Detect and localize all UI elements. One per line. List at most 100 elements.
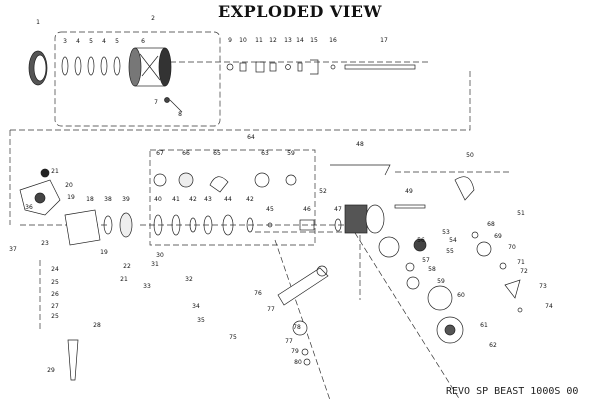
drag-washers: [61, 56, 121, 76]
part-6-spool: [128, 47, 172, 87]
part-7-screw: [164, 97, 170, 103]
part-label: 54: [449, 237, 457, 244]
part-label: 24: [51, 266, 59, 273]
part-label: 50: [466, 152, 474, 159]
part-label: 57: [422, 257, 430, 264]
part-label: 15: [310, 37, 318, 44]
part-label: 56: [417, 237, 425, 244]
part-label: 55: [446, 248, 454, 255]
part-1-drag-knob: [28, 50, 48, 86]
part-label: 23: [41, 240, 49, 247]
part-label: 77: [267, 306, 275, 313]
part-label: 40: [154, 196, 162, 203]
diagram-title: EXPLODED VIEW: [218, 2, 382, 21]
part-label: 71: [517, 259, 525, 266]
part-label: 79: [291, 348, 299, 355]
part-label: 68: [487, 221, 495, 228]
part-label: 51: [517, 210, 525, 217]
part-label: 80: [294, 359, 302, 366]
part-label: 28: [93, 322, 101, 329]
part-label: 20: [65, 182, 73, 189]
part-label: 42: [189, 196, 197, 203]
part-label: 59: [287, 150, 295, 157]
part-label: 38: [104, 196, 112, 203]
part-label: 35: [197, 317, 205, 324]
part-label: 64: [247, 134, 255, 141]
part-label: 49: [405, 188, 413, 195]
part-label: 37: [9, 246, 17, 253]
part-label: 22: [123, 263, 131, 270]
part-label: 5: [115, 38, 119, 45]
part-label: 36: [25, 204, 33, 211]
part-label: 12: [269, 37, 277, 44]
part-label: 19: [100, 249, 108, 256]
part-label: 77: [285, 338, 293, 345]
part-label: 25: [51, 313, 59, 320]
part-label: 14: [296, 37, 304, 44]
part-label: 7: [154, 99, 158, 106]
handle-knob: [67, 339, 79, 381]
part-label: 16: [329, 37, 337, 44]
part-label: 52: [319, 188, 327, 195]
part-label: 4: [76, 38, 80, 45]
body-cover-parts: [19, 168, 101, 246]
part-label: 10: [239, 37, 247, 44]
part-label: 30: [156, 252, 164, 259]
part-label: 21: [120, 276, 128, 283]
part-label: 46: [303, 206, 311, 213]
part-label: 1: [36, 19, 40, 26]
part-label: 2: [151, 15, 155, 22]
part-label: 4: [102, 38, 106, 45]
part-label: 74: [545, 303, 553, 310]
part-label: 32: [185, 276, 193, 283]
drive-gear-parts: [378, 236, 464, 344]
part-label: 41: [172, 196, 180, 203]
part-label: 39: [122, 196, 130, 203]
part-label: 5: [89, 38, 93, 45]
part-label: 25: [51, 279, 59, 286]
part-label: 70: [508, 244, 516, 251]
model-label: REVO SP BEAST 1000S 00: [446, 386, 579, 397]
part-label: 69: [494, 233, 502, 240]
part-label: 76: [254, 290, 262, 297]
part-label: 21: [51, 168, 59, 175]
part-label: 75: [229, 334, 237, 341]
rotor-assembly: [330, 164, 475, 234]
part-label: 78: [293, 324, 301, 331]
part-label: 6: [141, 38, 145, 45]
part-label: 26: [51, 291, 59, 298]
part-label: 53: [442, 229, 450, 236]
part-label: 60: [457, 292, 465, 299]
handle-arm: [277, 265, 329, 366]
part-label: 33: [143, 283, 151, 290]
part-label: 9: [228, 37, 232, 44]
part-label: 59: [437, 278, 445, 285]
part-label: 62: [489, 342, 497, 349]
part-label: 43: [204, 196, 212, 203]
part-label: 34: [192, 303, 200, 310]
part-label: 45: [266, 206, 274, 213]
part-label: 8: [178, 111, 182, 118]
part-label: 61: [480, 322, 488, 329]
part-label: 67: [156, 150, 164, 157]
part-label: 18: [86, 196, 94, 203]
part-label: 63: [261, 150, 269, 157]
part-8-pin: [169, 99, 183, 113]
part-label: 11: [255, 37, 263, 44]
part-label: 31: [151, 261, 159, 268]
part-label: 48: [356, 141, 364, 148]
part-label: 19: [67, 194, 75, 201]
part-label: 42: [246, 196, 254, 203]
part-label: 65: [213, 150, 221, 157]
part-label: 13: [284, 37, 292, 44]
gear-train-row: [103, 212, 342, 238]
part-label: 3: [63, 38, 67, 45]
line-roller-parts: [153, 172, 297, 193]
part-label: 29: [47, 367, 55, 374]
part-label: 73: [539, 283, 547, 290]
part-label: 27: [51, 303, 59, 310]
part-label: 58: [428, 266, 436, 273]
